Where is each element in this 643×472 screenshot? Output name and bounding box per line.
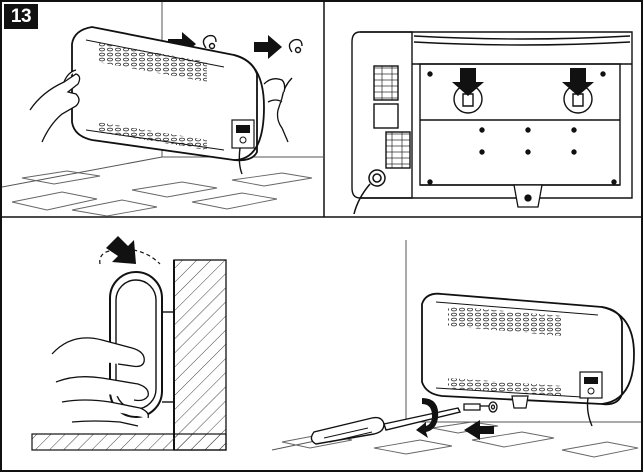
screw-icon [463,401,498,413]
wall-icon [173,259,227,451]
step-number-badge: 13 [4,4,38,29]
panel-secure-screw [271,240,641,458]
rotate-arrow-icon [416,398,439,438]
heater-back-icon [351,31,633,199]
heater-icon [421,292,635,427]
bottom-bracket [513,184,543,208]
down-arrow-icon [452,68,594,96]
hand-icon [29,69,293,143]
heater-icon [71,26,265,175]
wall-hook-icon [202,34,303,54]
floor-tile-icon [11,170,313,217]
power-cord-icon [353,169,386,215]
panel-hang-heater [2,2,324,217]
panel-side-mount [31,236,227,451]
panel-back-bracket [351,31,633,215]
floor-tile-icon [281,421,639,458]
hand-icon [51,337,149,427]
push-arrow-icon [464,420,494,440]
down-arrow-icon [106,236,136,264]
